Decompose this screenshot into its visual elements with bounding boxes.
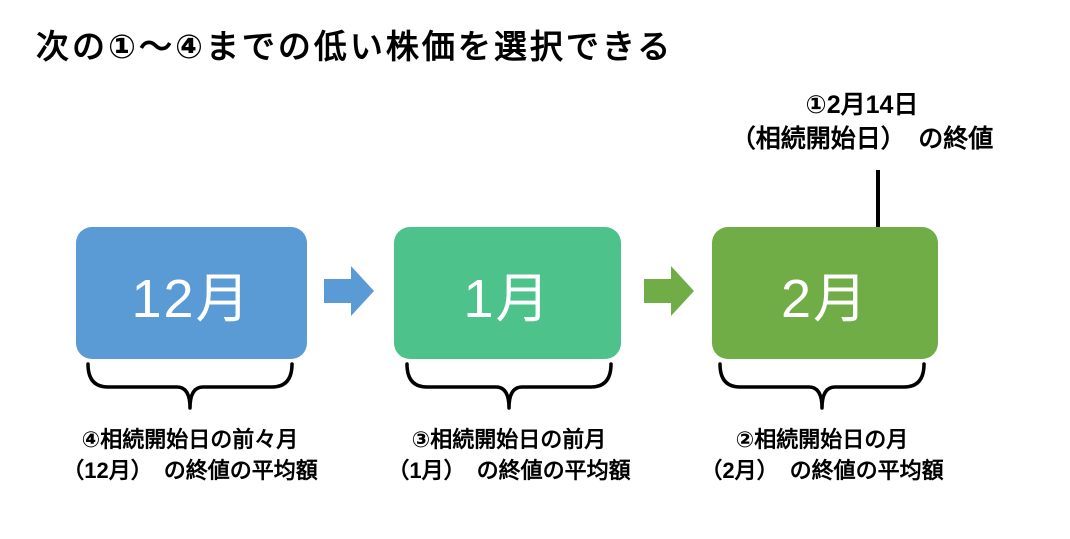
page-title: 次の①〜④までの低い株価を選択できる (36, 28, 674, 65)
caption-line-1: ④相続開始日の前々月 (81, 427, 299, 452)
right-arrow-icon (324, 266, 374, 316)
underbrace-shape (86, 362, 294, 410)
underbrace-january (405, 362, 613, 410)
caption-line-2: （1月） の終値の平均額 (387, 458, 631, 483)
callout-line-1: ①2月14日 (805, 91, 919, 119)
underbrace-december (86, 362, 294, 410)
month-box-february: 2月 (712, 227, 938, 359)
caption-line-2: （2月） の終値の平均額 (700, 458, 944, 483)
right-arrow-icon (644, 266, 694, 316)
month-box-december: 12月 (76, 227, 307, 359)
underbrace-february (718, 362, 926, 410)
caption-line-1: ③相続開始日の前月 (411, 427, 607, 452)
caption-line-2: （12月） の終値の平均額 (62, 458, 318, 483)
caption-february-average: ②相続開始日の月 （2月） の終値の平均額 (632, 424, 1012, 486)
caption-line-1: ②相続開始日の月 (735, 427, 909, 452)
callout-closing-price: ①2月14日 （相続開始日） の終値 (662, 88, 1062, 156)
month-box-label: 12月 (131, 268, 252, 329)
underbrace-shape (718, 362, 926, 410)
underbrace-shape (405, 362, 613, 410)
right-arrow-shape (644, 266, 694, 316)
callout-line-2: （相続開始日） の終値 (730, 125, 994, 153)
caption-december-average: ④相続開始日の前々月 （12月） の終値の平均額 (0, 424, 380, 486)
month-box-january: 1月 (394, 227, 621, 359)
caption-january-average: ③相続開始日の前月 （1月） の終値の平均額 (319, 424, 699, 486)
month-box-label: 2月 (780, 268, 870, 329)
callout-connector-line (876, 170, 880, 254)
right-arrow-shape (324, 266, 374, 316)
month-box-label: 1月 (463, 268, 552, 329)
